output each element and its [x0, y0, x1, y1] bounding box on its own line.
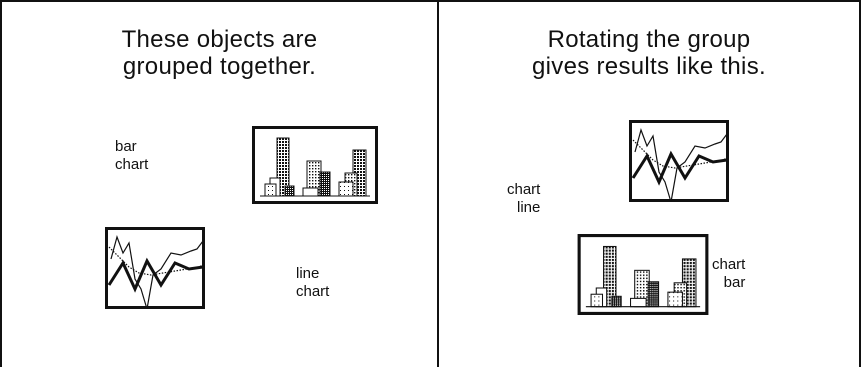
left-caption-line-2: grouped together.: [2, 53, 437, 80]
left-line-chart-label[interactable]: line chart: [296, 265, 329, 301]
right-bar-chart[interactable]: [576, 234, 710, 315]
right-line-chart-label-line-1: chart: [507, 181, 540, 199]
right-panel: Rotating the group gives results like th…: [439, 0, 861, 367]
right-bar-chart-label-line-2: bar: [712, 274, 745, 292]
right-line-chart[interactable]: [629, 120, 729, 202]
right-bar-chart-label[interactable]: chart bar: [712, 256, 745, 292]
left-line-chart-label-line-1: line: [296, 265, 329, 283]
left-line-chart[interactable]: [105, 227, 205, 309]
line-chart-graphic: [105, 227, 205, 309]
left-line-chart-label-line-2: chart: [296, 283, 329, 301]
right-line-chart-label[interactable]: chart line: [507, 181, 540, 217]
left-bar-chart-label[interactable]: bar chart: [115, 138, 148, 174]
right-caption-line-2: gives results like this.: [439, 53, 859, 80]
left-panel: These objects are grouped together. bar …: [0, 0, 439, 367]
right-caption: Rotating the group gives results like th…: [439, 26, 859, 80]
left-bar-chart-label-line-1: bar: [115, 138, 148, 156]
right-bar-chart-label-line-1: chart: [712, 256, 745, 274]
bar-chart-graphic: [576, 234, 710, 315]
left-bar-chart[interactable]: [252, 126, 378, 204]
right-caption-line-1: Rotating the group: [439, 26, 859, 53]
right-line-chart-label-line-2: line: [507, 199, 540, 217]
left-caption: These objects are grouped together.: [2, 26, 437, 80]
left-bar-chart-label-line-2: chart: [115, 156, 148, 174]
left-caption-line-1: These objects are: [2, 26, 437, 53]
line-chart-graphic: [629, 120, 729, 202]
bar-chart-graphic: [252, 126, 378, 204]
